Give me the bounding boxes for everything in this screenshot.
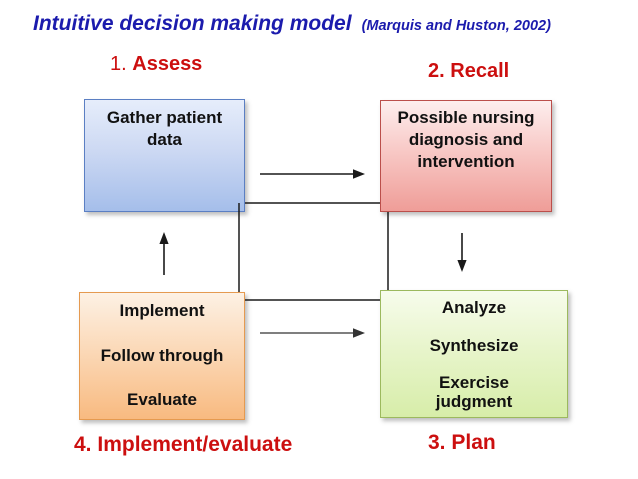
box-text-line: Analyze [441, 298, 507, 317]
step-label-plan: 3. Plan [428, 431, 496, 455]
step-number: 4. [74, 433, 92, 456]
step-number: 1. [110, 53, 127, 75]
box-text-line: Implement [119, 301, 205, 320]
box-text-line: data [147, 129, 182, 149]
box-analyze-synthesize-judgment: Analyze Synthesize Exercise judgment [380, 290, 568, 418]
step-word: Assess [132, 53, 203, 75]
box-text-line: Possible nursing [397, 108, 535, 127]
box-text-line: Synthesize [429, 335, 519, 355]
title-citation: (Marquis and Huston, 2002) [361, 18, 551, 34]
step-label-assess: 1. Assess [110, 53, 202, 76]
box-text-line: diagnosis and [408, 129, 524, 149]
box-text-line: Exercise judgment [435, 372, 513, 411]
step-number: 2. [428, 60, 445, 82]
arrow-recall-to-plan [457, 233, 467, 272]
step-word: Plan [451, 431, 496, 454]
step-number: 3. [428, 431, 446, 454]
arrow-implement-to-plan [260, 328, 365, 338]
box-implement-follow-evaluate: Implement Follow through Evaluate [79, 292, 245, 420]
box-possible-nursing-diagnosis: Possible nursing diagnosis and intervent… [380, 100, 552, 212]
step-label-implement-evaluate: 4. Implement/evaluate [74, 433, 292, 457]
box-text-line: Gather patient [106, 108, 223, 127]
box-text-line: Evaluate [127, 390, 197, 410]
step-word: Implement/evaluate [97, 433, 293, 456]
box-gather-patient-data: Gather patient data [84, 99, 245, 212]
arrow-assess-to-recall [260, 169, 365, 179]
step-label-recall: 2. Recall [428, 60, 509, 83]
box-text-line: Follow through [100, 345, 224, 365]
title-text: Intuitive decision making model [33, 12, 352, 35]
step-word: Recall [450, 60, 510, 82]
page-title: Intuitive decision making model (Marquis … [33, 12, 551, 36]
arrow-implement-to-assess [159, 232, 169, 275]
box-text-line: intervention [417, 151, 515, 171]
